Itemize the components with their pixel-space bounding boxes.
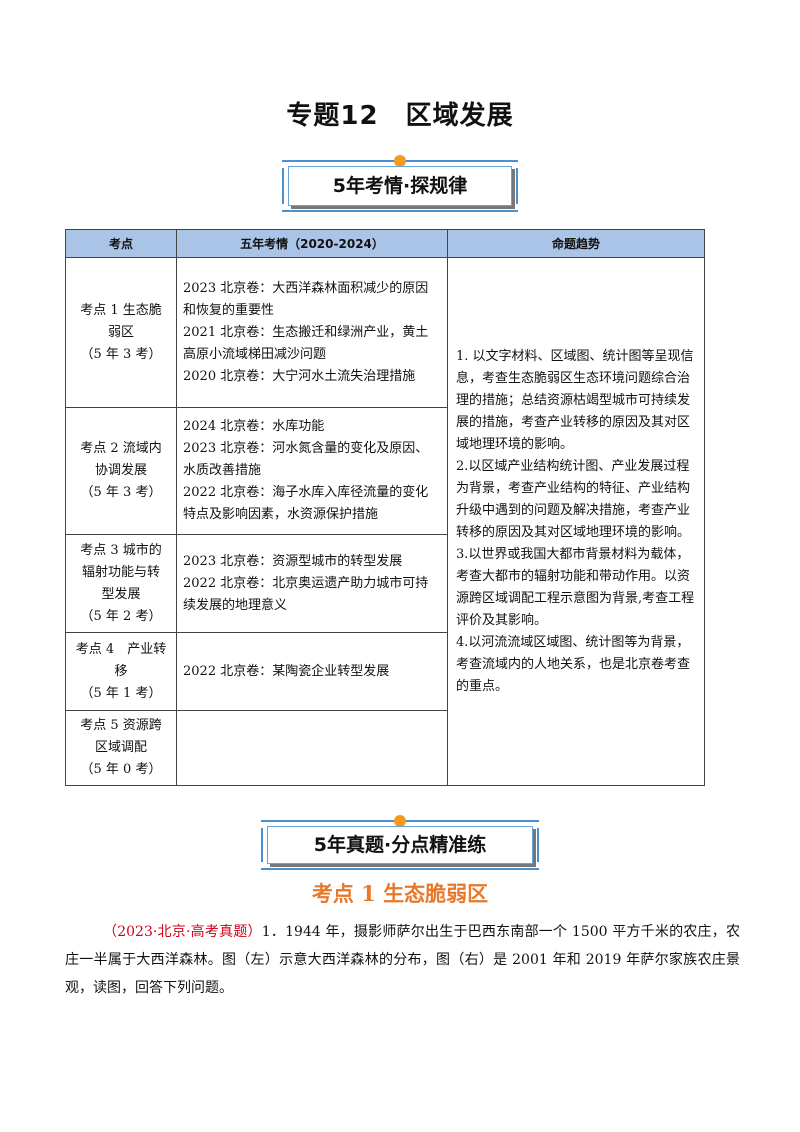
question-source: （2023·北京·高考真题） — [103, 924, 262, 940]
point-cell: 考点 4 产业转 移 （5 年 1 考） — [65, 632, 177, 711]
history-cell: 2024 北京卷：水库功能 2023 北京卷：河水氮含量的变化及原因、水质改善措… — [176, 407, 448, 535]
header-point: 考点 — [65, 229, 177, 258]
exam-table: 考点 五年考情（2020-2024） 命题趋势 考点 1 生态脆 弱区 （5 年… — [65, 229, 705, 786]
banner-real-questions-label: 5年真题·分点精准练 — [267, 826, 533, 864]
question-paragraph: （2023·北京·高考真题）1．1944 年，摄影师萨尔出生于巴西东南部一个 1… — [65, 918, 740, 1002]
point-cell: 考点 3 城市的 辐射功能与转 型发展 （5 年 2 考） — [65, 534, 177, 633]
table-row: 考点 1 生态脆 弱区 （5 年 3 考） 2023 北京卷：大西洋森林面积减少… — [65, 257, 705, 786]
header-trend: 命题趋势 — [447, 229, 705, 258]
banner-exam-overview-label: 5年考情·探规律 — [288, 166, 512, 206]
table-row: 考点 5 资源跨 区域调配 （5 年 0 考） — [65, 710, 705, 786]
orange-dot-icon — [394, 155, 406, 167]
banner-exam-overview: 5年考情·探规律 — [282, 155, 518, 212]
point-cell: 考点 2 流域内 协调发展 （5 年 3 考） — [65, 407, 177, 535]
history-cell: 2022 北京卷：某陶瓷企业转型发展 — [176, 632, 448, 711]
trend-cell: 1. 以文字材料、区域图、统计图等呈现信息，考查生态脆弱区生态环境问题综合治理的… — [447, 257, 705, 786]
history-cell — [176, 710, 448, 786]
table-header-row: 考点 五年考情（2020-2024） 命题趋势 — [65, 229, 705, 258]
point-cell: 考点 5 资源跨 区域调配 （5 年 0 考） — [65, 710, 177, 786]
history-cell: 2023 北京卷：资源型城市的转型发展 2022 北京卷：北京奥运遗产助力城市可… — [176, 534, 448, 633]
banner-real-questions: 5年真题·分点精准练 — [261, 815, 539, 870]
history-cell: 2023 北京卷：大西洋森林面积减少的原因和恢复的重要性 2021 北京卷：生态… — [176, 257, 448, 408]
table-row: 考点 3 城市的 辐射功能与转 型发展 （5 年 2 考） 2023 北京卷：资… — [65, 534, 705, 633]
table-row: 考点 4 产业转 移 （5 年 1 考） 2022 北京卷：某陶瓷企业转型发展 — [65, 632, 705, 711]
table-row: 考点 2 流域内 协调发展 （5 年 3 考） 2024 北京卷：水库功能 20… — [65, 407, 705, 535]
question-text: 1．1944 年，摄影师萨尔出生于巴西东南部一个 1500 平方千米的农庄，农庄… — [65, 924, 741, 996]
page-title: 专题12 区域发展 — [286, 101, 514, 131]
point-cell: 考点 1 生态脆 弱区 （5 年 3 考） — [65, 257, 177, 408]
orange-dot-icon — [394, 815, 406, 827]
section-heading: 考点 1 生态脆弱区 — [311, 881, 489, 906]
header-history: 五年考情（2020-2024） — [176, 229, 448, 258]
